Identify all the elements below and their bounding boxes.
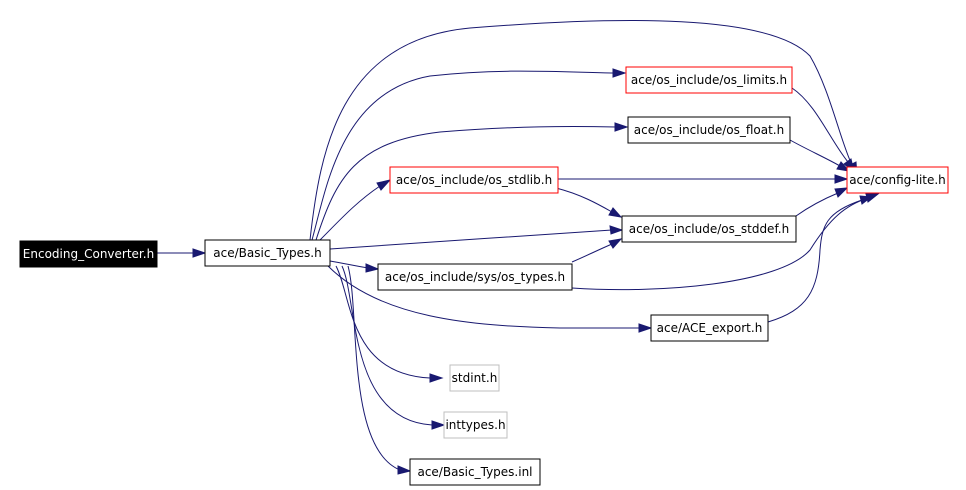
node-stdint[interactable]: stdint.h xyxy=(449,364,500,392)
edge-basic-types-to-basic-types-inl xyxy=(347,265,412,475)
node-label-os-types: ace/os_include/sys/os_types.h xyxy=(385,270,565,284)
edge-os-limits-to-config-lite xyxy=(791,87,855,174)
edge-basic-types-to-stdint xyxy=(335,265,444,383)
node-encoding-converter[interactable]: Encoding_Converter.h xyxy=(19,240,158,268)
edge-basic-types-to-os-types xyxy=(329,260,380,273)
node-os-types[interactable]: ace/os_include/sys/os_types.h xyxy=(377,263,573,291)
node-label-encoding-converter: Encoding_Converter.h xyxy=(23,247,154,261)
edge-os-stdlib-to-config-lite xyxy=(558,174,849,184)
node-label-stdint: stdint.h xyxy=(452,371,498,385)
node-label-basic-types: ace/Basic_Types.h xyxy=(213,246,321,260)
node-inttypes[interactable]: inttypes.h xyxy=(443,411,508,439)
node-label-os-float: ace/os_include/os_float.h xyxy=(634,123,784,137)
nodes: Encoding_Converter.h ace/Basic_Types.h a… xyxy=(19,66,949,486)
node-config-lite[interactable]: ace/config-lite.h xyxy=(846,166,949,194)
edge-basic-types-to-os-stddef xyxy=(329,225,624,250)
node-label-inttypes: inttypes.h xyxy=(445,418,505,432)
edge-os-float-to-config-lite xyxy=(789,139,851,172)
edge-ace-export-to-config-lite xyxy=(767,195,873,323)
node-os-stddef[interactable]: ace/os_include/os_stddef.h xyxy=(621,215,797,243)
node-label-config-lite: ace/config-lite.h xyxy=(849,173,946,187)
edge-basic-types-to-os-stdlib xyxy=(319,179,392,241)
node-label-os-stddef: ace/os_include/os_stddef.h xyxy=(629,222,789,236)
edge-basic-types-to-inttypes xyxy=(341,265,446,430)
node-label-os-limits: ace/os_include/os_limits.h xyxy=(631,73,787,87)
edge-basic-types-to-ace-export xyxy=(327,265,653,333)
node-basic-types[interactable]: ace/Basic_Types.h xyxy=(204,239,331,267)
edge-os-types-to-os-stddef xyxy=(571,238,623,263)
edge-encoding-converter-to-basic-types xyxy=(157,248,207,258)
node-label-basic-types-inl: ace/Basic_Types.inl xyxy=(417,465,532,479)
node-os-float[interactable]: ace/os_include/os_float.h xyxy=(627,116,791,144)
node-os-stdlib[interactable]: ace/os_include/os_stdlib.h xyxy=(389,166,559,194)
node-label-os-stdlib: ace/os_include/os_stdlib.h xyxy=(396,173,552,187)
edge-os-stddef-to-config-lite xyxy=(795,187,849,217)
edge-os-stdlib-to-os-stddef xyxy=(555,187,623,218)
node-ace-export[interactable]: ace/ACE_export.h xyxy=(650,314,769,342)
edge-basic-types-to-os-float xyxy=(315,122,629,241)
node-os-limits[interactable]: ace/os_include/os_limits.h xyxy=(625,66,793,94)
edge-basic-types-to-os-limits xyxy=(311,68,627,241)
node-basic-types-inl[interactable]: ace/Basic_Types.inl xyxy=(409,458,541,486)
node-label-ace-export: ace/ACE_export.h xyxy=(657,321,763,335)
edges xyxy=(157,20,880,475)
